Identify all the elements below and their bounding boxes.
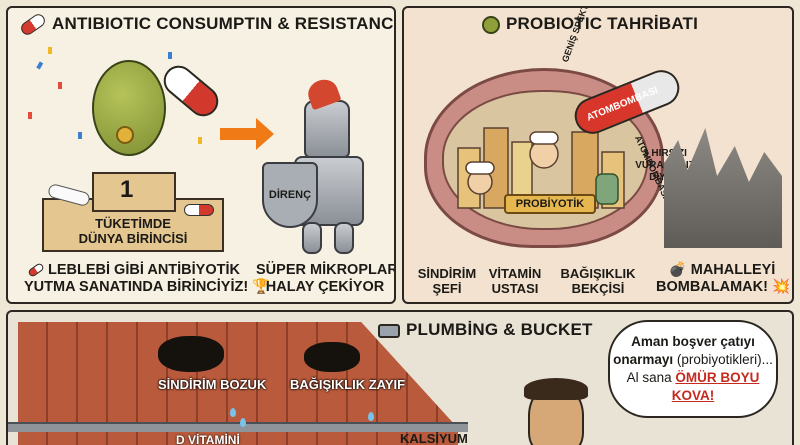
podium-rank: 1 (120, 176, 134, 203)
man-hair (524, 378, 588, 400)
knight-helmet (304, 100, 350, 158)
podium-top (92, 172, 176, 212)
label-vitamin-d: D VİTAMİNİ (176, 433, 240, 445)
water-drop (240, 418, 246, 427)
knight-leg-left (302, 222, 322, 254)
label-immunity-guard: BAĞIŞIKLIK BEKÇİSİ (560, 266, 636, 296)
speech-bubble: Aman boşver çatıyı onarmayı (probiyotikl… (608, 320, 778, 418)
label-digestion-chef: SİNDİRİM ŞEFİ (417, 266, 477, 296)
water-drop (230, 408, 236, 417)
label-vitamin-master: VİTAMİN USTASI (488, 266, 542, 296)
gold-medal (116, 126, 134, 144)
panel-title-plumbing: PLUMBİNG & BUCKET (406, 320, 593, 339)
label-digestion-broken: SİNDİRİM BOZUK (158, 377, 267, 392)
faucet-icon (378, 324, 400, 338)
knight-leg-right (334, 222, 354, 254)
water-drop (368, 412, 374, 421)
label-calcium: KALSİYUM (400, 431, 468, 445)
label-immunity-weak: BAĞIŞIKLIK ZAYIF (290, 377, 406, 392)
podium-text: TÜKETİMDE DÜNYA BİRİNCİSİ (78, 216, 188, 246)
pill-icon (27, 262, 45, 279)
arrow-right-icon (220, 118, 274, 150)
panel-title-probiotic: PROBIOTIC TAHRİBATI (482, 14, 698, 34)
small-pill (184, 204, 214, 216)
caption-right: SÜPER MİKROPLAR HALAY ÇEKİYOR (256, 262, 396, 295)
panel-antibiotic: ANTIBIOTIC CONSUMPTIN & RESISTANCE 1 TÜK… (6, 6, 396, 304)
panel-title-antibiotic: ANTIBIOTIC CONSUMPTIN & RESISTANCE (18, 11, 394, 38)
ruined-city (664, 128, 782, 248)
probiotic-banner: PROBİYOTİK (504, 194, 596, 214)
germ-icon (482, 15, 500, 34)
roof-hole-left (158, 336, 224, 372)
panel-plumbing: SİNDİRİM BOZUK BAĞIŞIKLIK ZAYIF D VİTAMİ… (6, 310, 794, 445)
gutter (8, 422, 468, 432)
panel-probiotic: PROBIOTIC TAHRİBATI PROBİYOTİK ATOMBOMBA… (402, 6, 794, 304)
caption-bombing: 💣 MAHALLEYİ BOMBALAMAK! 💥 (656, 262, 791, 295)
roof-hole-right (304, 342, 360, 372)
gut-buildings (457, 127, 625, 209)
resistance-shield: DİRENÇ (262, 162, 318, 228)
pill-icon (18, 11, 48, 38)
caption-left: LEBLEBİ GİBİ ANTİBİYOTİK YUTMA SANATINDA… (24, 262, 271, 295)
